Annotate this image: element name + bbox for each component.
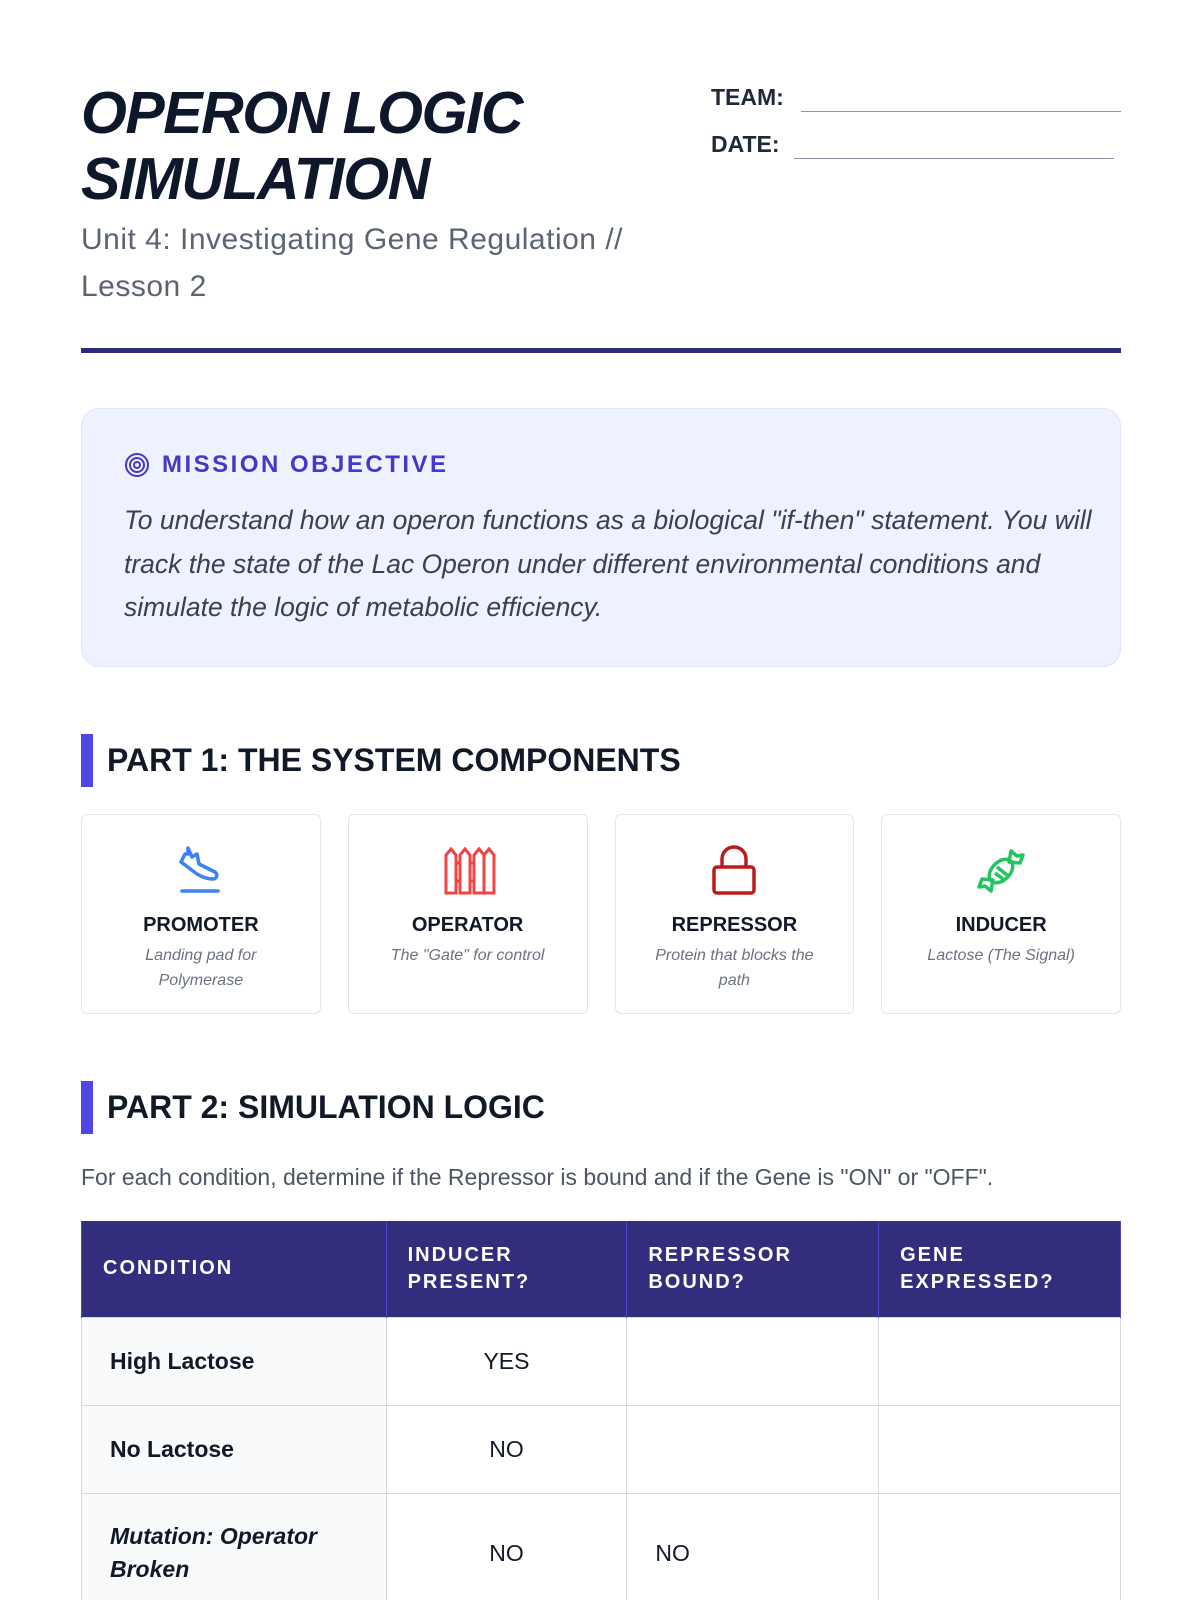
candy-icon: [977, 849, 1025, 893]
table-row: Mutation: Operator Broken NO NO: [81, 1492, 1121, 1600]
team-field[interactable]: TEAM:: [711, 84, 1121, 112]
header-divider: [81, 348, 1121, 353]
table-row: High Lactose YES: [81, 1316, 1121, 1406]
mission-objective-box: MISSION OBJECTIVE To understand how an o…: [81, 408, 1121, 667]
answer-cell[interactable]: [878, 1404, 1121, 1494]
table-row: No Lactose NO: [81, 1404, 1121, 1494]
answer-cell[interactable]: [626, 1404, 880, 1494]
table-header-row: CONDITION INDUCER PRESENT? REPRESSOR BOU…: [81, 1221, 1121, 1317]
part1-heading: PART 1: THE SYSTEM COMPONENTS: [81, 734, 681, 787]
date-line[interactable]: [794, 158, 1114, 159]
card-operator: OPERATOR The "Gate" for control: [347, 814, 588, 1014]
col-repressor-bound: REPRESSOR BOUND?: [626, 1221, 880, 1317]
card-promoter: PROMOTER Landing pad for Polymerase: [81, 814, 321, 1014]
section-accent-bar: [81, 1081, 93, 1134]
answer-cell[interactable]: [878, 1316, 1121, 1406]
answer-cell[interactable]: [878, 1492, 1121, 1600]
lock-icon: [712, 845, 757, 895]
col-condition: CONDITION: [81, 1221, 387, 1317]
section-accent-bar: [81, 734, 93, 787]
card-repressor: REPRESSOR Protein that blocks the path: [614, 814, 855, 1014]
card-inducer: INDUCER Lactose (The Signal): [881, 814, 1121, 1014]
date-field[interactable]: DATE:: [711, 131, 1114, 159]
col-inducer-present: INDUCER PRESENT?: [385, 1221, 628, 1317]
part2-heading: PART 2: SIMULATION LOGIC: [81, 1081, 545, 1134]
fence-icon: [444, 846, 496, 895]
mission-heading: MISSION OBJECTIVE: [162, 451, 449, 478]
component-cards: PROMOTER Landing pad for Polymerase OPER…: [81, 814, 1121, 1014]
simulation-table: CONDITION INDUCER PRESENT? REPRESSOR BOU…: [81, 1221, 1121, 1600]
plane-landing-icon: [179, 846, 220, 893]
answer-cell[interactable]: [626, 1316, 880, 1406]
part2-description: For each condition, determine if the Rep…: [81, 1164, 994, 1190]
team-line[interactable]: [801, 111, 1121, 112]
col-gene-expressed: GENE EXPRESSED?: [878, 1221, 1121, 1317]
target-icon: [125, 453, 149, 477]
mission-text: To understand how an operon functions as…: [124, 505, 1092, 622]
page-subtitle: Unit 4: Investigating Gene Regulation //…: [81, 223, 623, 303]
